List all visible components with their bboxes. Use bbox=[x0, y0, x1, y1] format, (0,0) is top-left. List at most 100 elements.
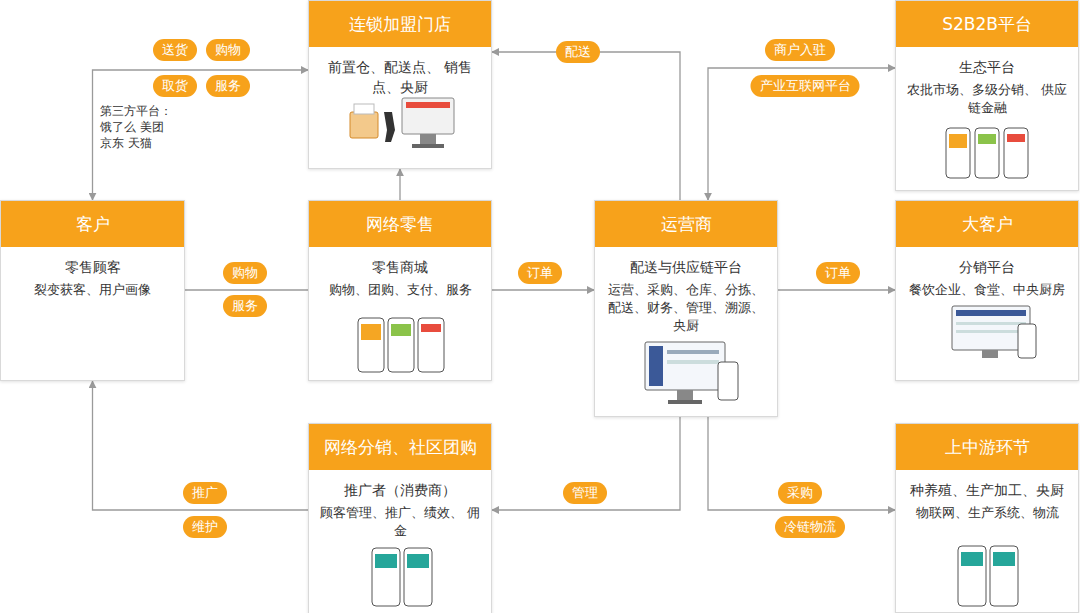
box-body: 生态平台农批市场、多级分销、 供应链金融 bbox=[896, 47, 1078, 117]
box-heading: 连锁加盟门店 bbox=[309, 1, 491, 47]
receipt-icon bbox=[354, 104, 374, 114]
monitor-stand bbox=[982, 350, 998, 358]
connector bbox=[399, 169, 400, 200]
edge-label: 送货 bbox=[153, 39, 197, 61]
phone-icon bbox=[1018, 324, 1036, 358]
box-heading: 上中游环节 bbox=[896, 424, 1078, 470]
box-text: 裂变获客、用户画像 bbox=[11, 281, 174, 299]
box-body: 前置仓、配送点、 销售点、央厨 bbox=[309, 47, 491, 97]
note-text: 第三方平台： 饿了么 美团 京东 天猫 bbox=[100, 103, 172, 151]
process-box: 网络分销、社区团购推广者（消费商） 顾客管理、推广、绩效、 佣金 bbox=[308, 423, 492, 613]
flow-tag: 维护 bbox=[183, 516, 227, 538]
edge-label: 采购 bbox=[778, 482, 822, 504]
box-heading: 运营商 bbox=[595, 201, 777, 247]
phone-screen bbox=[1007, 134, 1025, 142]
edge-label: 管理 bbox=[563, 482, 607, 504]
connector bbox=[492, 417, 680, 510]
box-text: 零售商城 bbox=[319, 257, 481, 277]
box-text: 分销平台 bbox=[906, 257, 1068, 277]
flow-tag: 取货 bbox=[153, 75, 197, 97]
box-heading: 网络分销、社区团购 bbox=[309, 424, 491, 470]
box-heading: S2B2B平台 bbox=[896, 1, 1078, 47]
monitor-row bbox=[667, 350, 719, 354]
process-box: 网络零售零售商城购物、团购、支付、服务 bbox=[308, 200, 492, 381]
connector bbox=[708, 68, 895, 200]
phone-screen bbox=[391, 324, 411, 336]
phone-icon bbox=[358, 318, 384, 372]
box-text: 物联网、生产系统、物流 bbox=[906, 504, 1068, 522]
phone-icon bbox=[990, 546, 1018, 606]
pos-stand bbox=[420, 134, 436, 144]
box-body: 种养殖、生产加工、央厨物联网、生产系统、物流 bbox=[896, 470, 1078, 522]
connector bbox=[93, 70, 309, 200]
box-text: 购物、团购、支付、服务 bbox=[319, 281, 481, 299]
box-text: 推广者（消费商） bbox=[319, 480, 481, 500]
pos-base bbox=[412, 144, 444, 148]
box-heading: 客户 bbox=[1, 201, 184, 247]
phone-icon bbox=[958, 546, 986, 606]
flow-tag: 冷链物流 bbox=[775, 516, 845, 538]
flow-tag: 购物 bbox=[206, 39, 250, 61]
monitor-sidebar bbox=[649, 346, 663, 386]
monitor-base bbox=[668, 400, 702, 404]
box-heading: 网络零售 bbox=[309, 201, 491, 247]
monitor-bar bbox=[956, 310, 1026, 316]
edge-label: 配送 bbox=[556, 41, 600, 63]
phone-icon bbox=[718, 362, 738, 400]
connector bbox=[492, 52, 680, 200]
pos-screen bbox=[402, 98, 454, 134]
box-text: 生态平台 bbox=[906, 57, 1068, 77]
monitor-row bbox=[667, 360, 719, 364]
connector bbox=[778, 289, 895, 290]
box-text: 运营、采购、仓库、分拣、 配送、财务、管理、溯源、 央厨 bbox=[605, 281, 767, 335]
process-box: 客户零售顾客裂变获客、用户画像 bbox=[0, 200, 185, 381]
process-box: 上中游环节种养殖、生产加工、央厨物联网、生产系统、物流 bbox=[895, 423, 1079, 613]
phone-screen bbox=[978, 134, 996, 144]
phone-icon bbox=[372, 548, 400, 606]
connector bbox=[185, 289, 308, 290]
monitor-row bbox=[956, 330, 1026, 333]
phone-screen bbox=[961, 552, 983, 566]
edge-label: 订单 bbox=[816, 262, 860, 284]
process-box: 运营商配送与供应链平台运营、采购、仓库、分拣、 配送、财务、管理、溯源、 央厨 bbox=[594, 200, 778, 417]
box-body: 配送与供应链平台运营、采购、仓库、分拣、 配送、财务、管理、溯源、 央厨 bbox=[595, 247, 777, 335]
connector bbox=[492, 289, 594, 290]
phone-screen bbox=[361, 324, 381, 340]
flow-tag: 产业互联网平台 bbox=[751, 75, 860, 97]
scanner-icon bbox=[384, 112, 395, 142]
box-text: 顾客管理、推广、绩效、 佣金 bbox=[319, 504, 481, 540]
box-text: 配送与供应链平台 bbox=[605, 257, 767, 277]
monitor-row bbox=[956, 322, 1026, 325]
flow-tag: 服务 bbox=[206, 75, 250, 97]
edge-label: 订单 bbox=[518, 262, 562, 284]
monitor-icon bbox=[645, 342, 725, 390]
process-box: 大客户分销平台餐饮企业、食堂、中央厨房 bbox=[895, 200, 1079, 381]
monitor-stand bbox=[677, 390, 693, 400]
phone-screen bbox=[421, 324, 441, 332]
phone-icon bbox=[946, 128, 970, 178]
box-text: 农批市场、多级分销、 供应链金融 bbox=[906, 81, 1068, 117]
box-text: 种养殖、生产加工、央厨 bbox=[906, 480, 1068, 500]
phone-screen bbox=[407, 554, 429, 568]
box-heading: 大客户 bbox=[896, 201, 1078, 247]
process-box: S2B2B平台生态平台农批市场、多级分销、 供应链金融 bbox=[895, 0, 1079, 191]
box-text: 餐饮企业、食堂、中央厨房 bbox=[906, 281, 1068, 299]
phone-icon bbox=[404, 548, 432, 606]
box-body: 零售商城购物、团购、支付、服务 bbox=[309, 247, 491, 299]
edge-label: 商户入驻 bbox=[765, 39, 835, 61]
process-box: 连锁加盟门店前置仓、配送点、 销售点、央厨 bbox=[308, 0, 492, 169]
phone-icon bbox=[388, 318, 414, 372]
box-body: 零售顾客裂变获客、用户画像 bbox=[1, 247, 184, 299]
phone-icon bbox=[1004, 128, 1028, 178]
flow-tag: 服务 bbox=[223, 295, 267, 317]
connector bbox=[708, 417, 895, 510]
box-body: 推广者（消费商） 顾客管理、推广、绩效、 佣金 bbox=[309, 470, 491, 540]
edge-label: 推广 bbox=[183, 482, 227, 504]
phone-screen bbox=[375, 554, 397, 568]
printer-icon bbox=[350, 112, 378, 138]
phone-icon bbox=[975, 128, 999, 178]
box-text: 前置仓、配送点、 销售点、央厨 bbox=[319, 57, 481, 97]
edge-label: 购物 bbox=[223, 262, 267, 284]
phone-screen bbox=[993, 552, 1015, 566]
box-text: 零售顾客 bbox=[11, 257, 174, 277]
